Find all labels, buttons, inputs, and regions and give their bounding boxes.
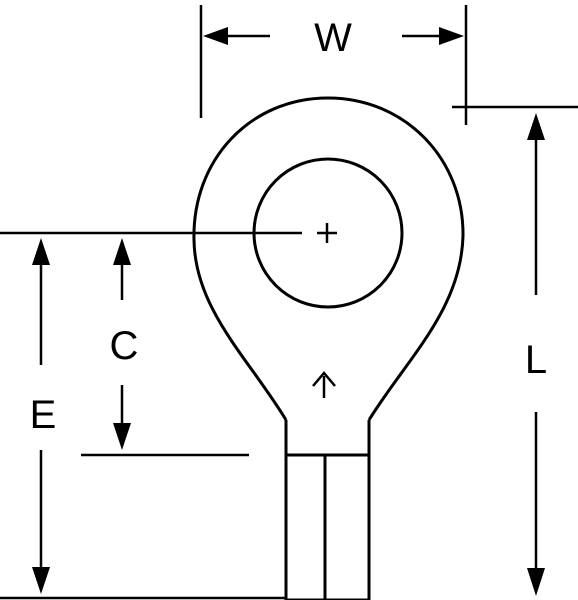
ring-terminal [192,96,465,600]
terminal-barrel [284,453,371,600]
length-label: L [525,338,547,382]
e-label: E [30,393,57,437]
direction-arrow-icon [312,371,336,398]
c-arrow-top [113,238,131,265]
width-arrow-left [203,27,228,45]
center-to-base-dimension: E [0,238,286,600]
width-dimension: W [199,5,468,125]
width-arrow-right [439,27,464,45]
width-label: W [314,16,352,60]
center-cross-mark [317,223,337,243]
length-arrow-bottom [527,568,545,596]
length-arrow-top [527,113,545,140]
length-dimension: L [452,105,578,596]
terminal-outer-outline [192,96,465,455]
e-arrow-bottom [32,567,50,594]
c-label: C [110,324,139,368]
c-arrow-bottom [113,423,131,450]
e-arrow-top [32,238,50,265]
center-to-end-dimension: C [81,238,249,457]
